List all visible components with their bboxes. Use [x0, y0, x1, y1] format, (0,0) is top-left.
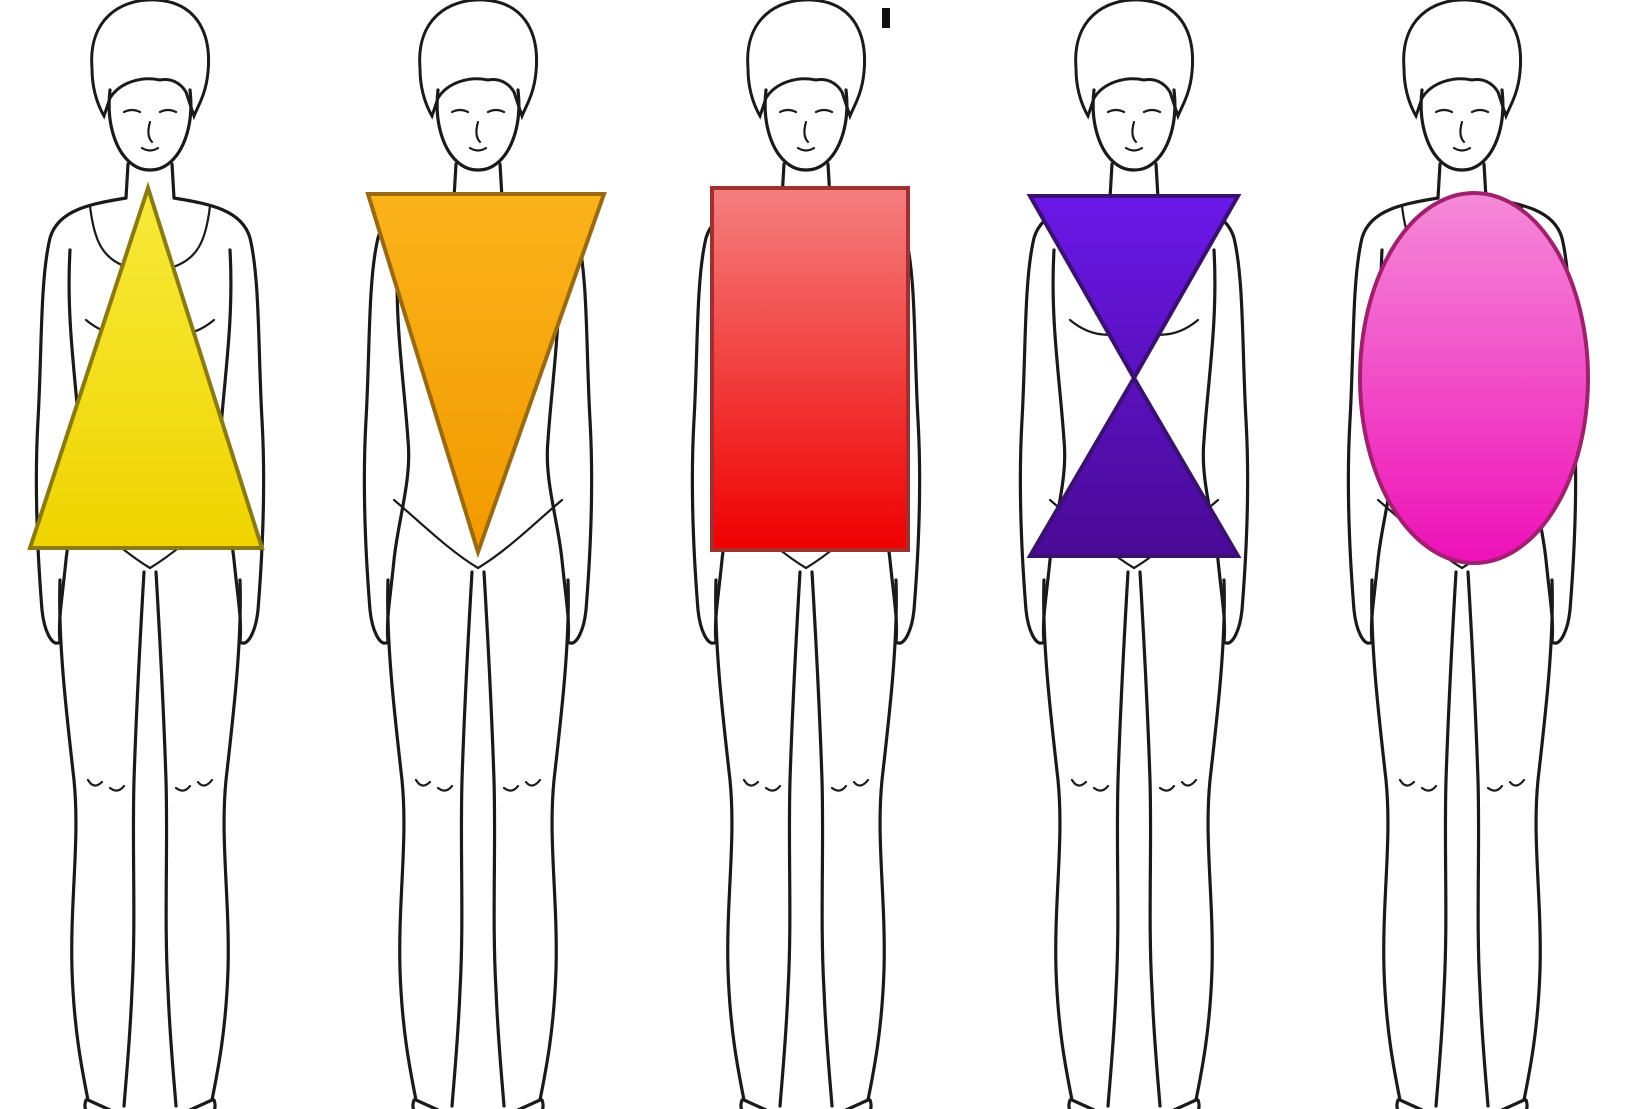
figure-3	[692, 0, 919, 1109]
stray-mark	[882, 8, 890, 28]
figure-5	[1348, 0, 1588, 1109]
figure-1	[30, 0, 264, 1109]
woman-outline-icon	[692, 0, 919, 1109]
figure-2	[364, 0, 604, 1109]
woman-outline-icon	[36, 0, 263, 1109]
figure-4	[1020, 0, 1247, 1109]
oval-shape-icon	[1360, 193, 1588, 563]
hourglass-shape-icon	[1030, 196, 1238, 556]
rectangle-shape-icon	[712, 188, 908, 550]
